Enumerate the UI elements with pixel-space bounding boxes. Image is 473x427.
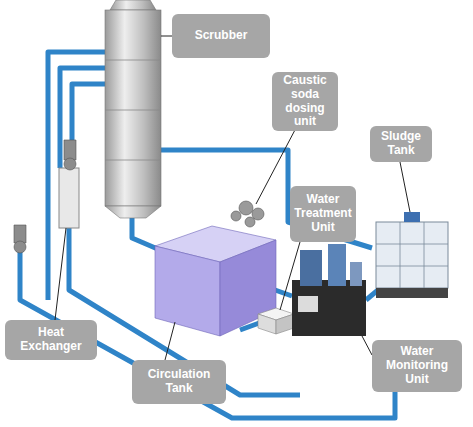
scrubber-band <box>105 60 161 61</box>
pipe <box>275 290 292 296</box>
scrubber-bottom <box>105 206 161 218</box>
pipe <box>46 150 51 300</box>
ibc-cap <box>404 212 420 222</box>
ibc-pallet <box>376 288 448 298</box>
leader-line <box>280 242 300 310</box>
pump <box>64 158 76 170</box>
callout-label: Water Treatment Unit <box>294 193 352 234</box>
callout-label: Sludge Tank <box>374 130 428 158</box>
ibc-body <box>376 222 448 288</box>
callout-label: Circulation Tank <box>136 368 222 396</box>
tank-side <box>220 240 276 336</box>
dosing-pump <box>239 201 253 215</box>
wtu-front <box>258 314 276 334</box>
pipe <box>69 228 300 395</box>
scrubber-band <box>105 160 161 161</box>
pipe <box>72 84 105 150</box>
pump-group <box>14 140 76 253</box>
callout-label: Scrubber <box>195 29 248 43</box>
pipe <box>60 68 105 168</box>
callout-box: Sludge Tank <box>370 126 432 162</box>
circulation-tank-illustration <box>155 226 276 336</box>
water-treatment-illustration <box>258 308 294 334</box>
wmu-part <box>300 250 322 286</box>
callout-box: Water Treatment Unit <box>290 186 356 242</box>
dosing-pump <box>252 208 264 220</box>
monitoring-unit-illustration <box>292 244 366 336</box>
pump <box>14 225 26 243</box>
dosing-unit-illustration <box>231 201 264 227</box>
callout-label: Heat Exchanger <box>9 326 93 354</box>
dosing-pump <box>245 217 255 227</box>
callout-label: Water Monitoring Unit <box>376 345 458 386</box>
scrubber-band <box>105 110 161 111</box>
dosing-pump <box>231 211 241 221</box>
wmu-base <box>292 280 366 336</box>
pump <box>64 140 76 160</box>
leader-lines <box>55 36 410 360</box>
ibc-cage <box>376 222 448 288</box>
pipe <box>132 214 160 250</box>
tank-front <box>155 246 220 336</box>
leader-line <box>362 336 372 355</box>
callout-box: Water Monitoring Unit <box>372 340 462 392</box>
pump <box>14 241 26 253</box>
leader-line <box>165 322 175 360</box>
heat-exchanger-illustration <box>59 168 79 228</box>
scrubber-top <box>110 0 156 10</box>
leader-line <box>400 162 410 212</box>
callout-box: Scrubber <box>172 14 270 58</box>
callout-box: Heat Exchanger <box>5 320 97 360</box>
wtu-side <box>276 314 294 334</box>
leader-line <box>161 36 172 37</box>
callout-box: Circulation Tank <box>132 360 226 404</box>
scrubber-illustration <box>105 0 161 218</box>
wmu-part <box>328 244 346 286</box>
callout-label: Caustic soda dosing unit <box>276 74 334 129</box>
callout-box: Caustic soda dosing unit <box>272 72 338 131</box>
wmu-panel <box>298 296 318 312</box>
scrubber-body <box>105 10 161 206</box>
leader-line <box>55 228 66 320</box>
sludge-tank-illustration <box>376 212 448 298</box>
pipe-group <box>20 52 395 418</box>
wmu-part <box>350 262 362 286</box>
